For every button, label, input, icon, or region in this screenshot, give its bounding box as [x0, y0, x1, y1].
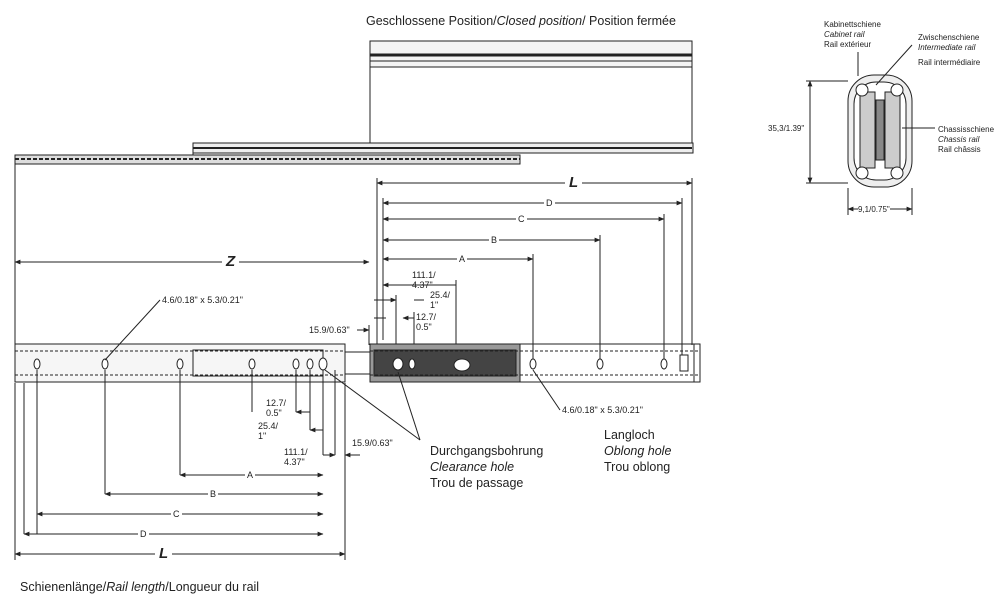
dim-127-bottom-in: 0.5": [266, 408, 282, 418]
oblong-en: Oblong hole: [604, 444, 672, 458]
rail-length-label: Schienenlänge/Rail length/Longueur du ra…: [20, 579, 259, 595]
width-dimension: 9,1/0.75": [858, 205, 890, 215]
intermediate-rail-label: Zwischenschiene Intermediate rail Rail i…: [918, 33, 980, 68]
clearance-en: Clearance hole: [430, 460, 515, 474]
dim-C-top: C: [516, 214, 527, 224]
closed-title-fr: / Position fermée: [582, 14, 676, 28]
dim-111-bottom: 111.1/ 4.37": [284, 447, 308, 467]
chassis-en: Chassis rail: [938, 135, 980, 144]
chassis-rail-label: Chassisschiene Chassis rail Rail châssis: [938, 125, 994, 155]
dim-111-top-mm: 111.1/: [412, 270, 436, 280]
dim-L-bottom: L: [155, 546, 173, 562]
closed-position-title: Geschlossene Position/Closed position/ P…: [366, 13, 676, 29]
intermediate-en: Intermediate rail: [918, 43, 976, 52]
clearance-de: Durchgangsbohrung: [430, 444, 544, 458]
rail-length-fr: /Longueur du rail: [165, 580, 260, 594]
closed-rail-top: [369, 40, 693, 148]
rail-length-en: Rail length: [106, 580, 166, 594]
cabinet-fr: Rail extérieur: [824, 40, 872, 49]
dim-127-bottom: 12.7/ 0.5": [266, 398, 286, 418]
dim-L-top: L: [565, 175, 583, 191]
height-dimension: 35,3/1.39": [768, 124, 805, 134]
oblong-hole-label: Langloch Oblong hole Trou oblong: [604, 427, 671, 475]
oblong-de: Langloch: [604, 428, 655, 442]
cross-section-profile: [847, 74, 913, 188]
dim-111-bottom-in: 4.37": [284, 457, 305, 467]
dim-B-top: B: [489, 235, 500, 245]
dim-D-top: D: [544, 198, 555, 208]
dim-111-bottom-mm: 111.1/: [284, 447, 308, 457]
clearance-hole-label: Durchgangsbohrung Clearance hole Trou de…: [430, 443, 543, 491]
closed-title-en: Closed position: [496, 14, 583, 28]
dim-127-bottom-mm: 12.7/: [266, 398, 287, 408]
dim-B-bottom: B: [208, 489, 219, 499]
dim-159-top: 15.9/0.63": [309, 325, 350, 335]
dim-127-top-in: 0.5": [416, 322, 432, 332]
intermediate-de: Zwischenschiene: [918, 33, 980, 42]
dim-111-top-in: 4.37": [412, 280, 433, 290]
hole-spec-right: 4.6/0.18" x 5.3/0.21": [562, 405, 643, 415]
closed-title-de: Geschlossene Position/: [366, 14, 497, 28]
intermediate-fr: Rail intermédiaire: [918, 58, 981, 67]
dim-111-top: 111.1/ 4.37": [412, 270, 436, 290]
dim-254-top: 25.4/ 1": [430, 290, 450, 310]
dim-254-bottom-in: 1": [258, 431, 267, 441]
dim-254-bottom: 25.4/ 1": [258, 421, 278, 441]
chassis-fr: Rail châssis: [938, 145, 981, 154]
cabinet-rail-label: Kabinettschiene Cabinet rail Rail extéri…: [824, 20, 881, 50]
cabinet-de: Kabinettschiene: [824, 20, 881, 29]
hole-spec-left: 4.6/0.18" x 5.3/0.21": [162, 295, 243, 305]
cabinet-en: Cabinet rail: [824, 30, 865, 39]
dim-Z: Z: [222, 254, 240, 270]
dim-254-top-in: 1": [430, 300, 439, 310]
dim-254-top-mm: 25.4/: [430, 290, 451, 300]
dim-127-top: 12.7/ 0.5": [416, 312, 436, 332]
dim-127-top-mm: 12.7/: [416, 312, 437, 322]
dim-159-bottom: 15.9/0.63": [352, 438, 393, 448]
rail-length-de: Schienenlänge/: [20, 580, 107, 594]
dim-254-bottom-mm: 25.4/: [258, 421, 279, 431]
dim-C-bottom: C: [171, 509, 182, 519]
clearance-fr: Trou de passage: [430, 476, 524, 490]
dim-A-bottom: A: [245, 470, 256, 480]
dim-A-top: A: [457, 254, 468, 264]
chassis-de: Chassisschiene: [938, 125, 995, 134]
dim-D-bottom: D: [138, 529, 149, 539]
closed-rail-bottom: [14, 154, 521, 345]
oblong-fr: Trou oblong: [604, 460, 671, 474]
